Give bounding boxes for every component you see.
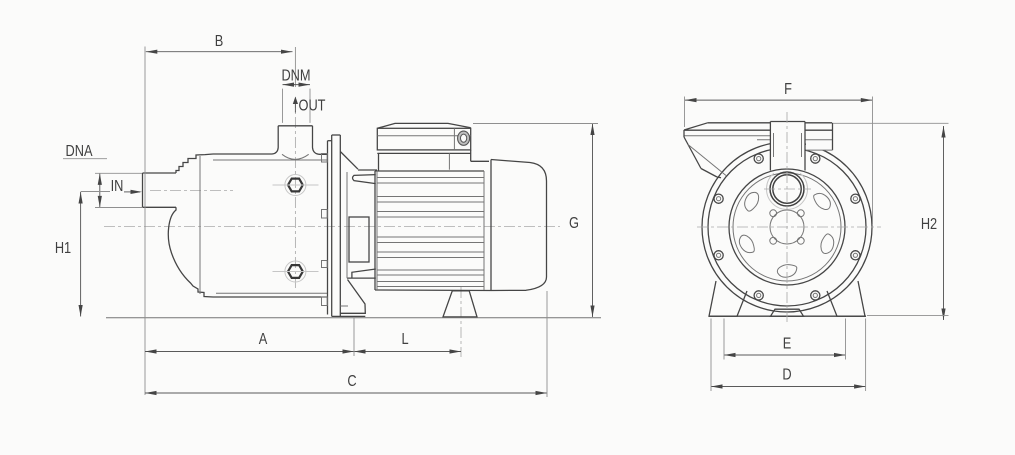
svg-text:H1: H1 <box>55 240 71 258</box>
svg-text:H2: H2 <box>921 216 937 234</box>
svg-text:E: E <box>783 335 792 353</box>
svg-text:OUT: OUT <box>299 97 326 115</box>
svg-text:F: F <box>784 81 792 99</box>
svg-text:DNM: DNM <box>281 67 310 85</box>
svg-text:G: G <box>569 215 579 233</box>
svg-text:B: B <box>215 33 224 51</box>
svg-text:L: L <box>401 331 408 349</box>
svg-text:D: D <box>782 366 791 384</box>
svg-text:IN: IN <box>111 178 124 196</box>
svg-text:DNA: DNA <box>65 143 92 161</box>
svg-text:C: C <box>347 373 356 391</box>
svg-text:A: A <box>259 331 268 349</box>
